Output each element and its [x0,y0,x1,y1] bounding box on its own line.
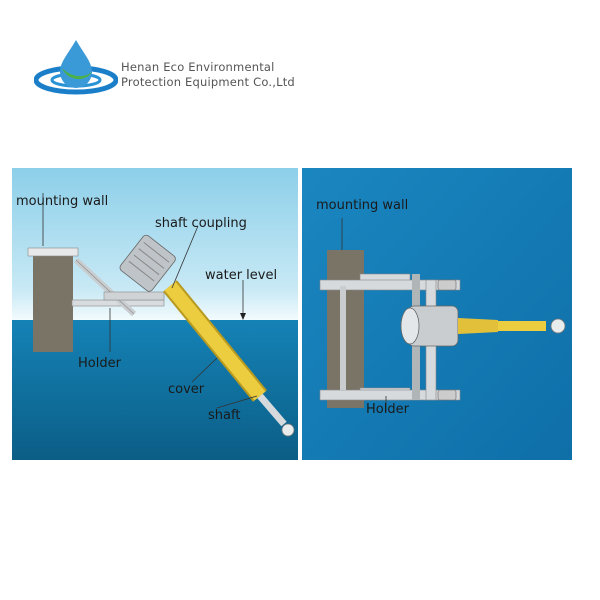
label-holder: Holder [366,402,409,417]
motor [400,305,459,347]
holder-bracket-bottom [319,389,461,401]
label-holder: Holder [78,356,121,371]
company-name-line2: Protection Equipment Co.,Ltd [121,75,295,89]
company-logo [34,40,118,95]
company-name-line1: Henan Eco Environmental [121,60,275,74]
holder-bracket-top [319,279,461,291]
propeller [550,318,566,334]
company-name: Henan Eco Environmental Protection Equip… [121,60,295,90]
propeller [281,423,295,437]
label-mounting-wall: mounting wall [16,194,109,209]
side-view-illustration [12,168,298,460]
label-water-level: water level [205,268,278,283]
side-view-diagram: mounting wall shaft coupling water level… [12,168,298,460]
top-view-diagram: mounting wall Holder [302,168,572,460]
shaft [257,393,287,427]
cover [498,321,546,331]
cover [164,281,266,401]
motor [119,234,176,292]
mounting-wall [33,252,73,352]
label-shaft-coupling: shaft coupling [155,216,247,231]
label-mounting-wall: mounting wall [316,198,409,213]
label-cover: cover [168,382,205,397]
top-view-illustration [302,168,572,460]
label-shaft: shaft [208,408,241,423]
